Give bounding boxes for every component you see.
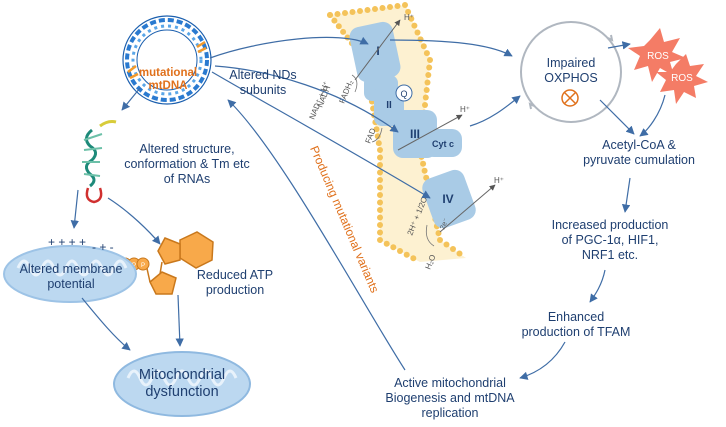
biogenesis-label: Active mitochondrial Biogenesis and mtDN…: [385, 376, 515, 420]
lipid-head: [420, 43, 427, 50]
atp-molecule-icon: [118, 231, 214, 295]
lipid-head: [417, 36, 424, 43]
lipid-head: [377, 154, 383, 161]
rna-structure-icon: [82, 120, 117, 204]
h-plus-1: H⁺: [404, 13, 414, 22]
mitochondrion-dysfunction-icon: [113, 351, 251, 417]
lipid-head: [390, 244, 397, 251]
lipid-head: [423, 50, 430, 57]
lipid-head: [450, 246, 456, 252]
lipid-head: [340, 28, 347, 35]
lipid-head: [394, 3, 401, 9]
lipid-head: [331, 17, 338, 24]
altered-structure-label: Altered structure, conformation & Tm etc…: [124, 142, 250, 186]
lipid-head: [421, 167, 428, 174]
lipid-head: [402, 2, 408, 8]
pgc-label: Increased production of PGC-1α, HIF1, NR…: [551, 218, 669, 262]
lipid-head: [427, 57, 433, 63]
lipid-head: [377, 147, 383, 153]
complex-ii-label: II: [386, 100, 392, 111]
lipid-head: [387, 4, 393, 10]
lipid-head: [334, 11, 341, 17]
lipid-head: [377, 199, 383, 206]
reduced-atp-label: Reduced ATP production: [196, 268, 274, 297]
lipid-head: [377, 207, 383, 213]
lipid-head: [349, 9, 356, 15]
lipid-head: [410, 255, 417, 262]
acetyl-coa-label: Acetyl-CoA & pyruvate cumulation: [583, 138, 695, 167]
altered-nds-label: Altered NDs subunits: [229, 68, 297, 97]
lipid-head: [420, 160, 427, 167]
lipid-head: [422, 102, 428, 108]
charge-plus: + + + +: [48, 235, 86, 249]
oxphos-circle-icon: [520, 21, 622, 123]
complex-i-label: I: [376, 44, 379, 58]
lipid-head: [373, 126, 380, 133]
lipid-head: [383, 240, 390, 247]
lipid-head: [411, 22, 418, 29]
lipid-head: [372, 6, 378, 12]
h-plus-2: H⁺: [460, 105, 470, 114]
atp-phosphate-3: P: [141, 263, 145, 269]
lipid-head: [423, 87, 430, 93]
impaired-oxphos-label: Impaired OXPHOS: [544, 56, 598, 85]
lipid-head: [377, 192, 383, 198]
lipid-head: [335, 23, 342, 30]
ros-burst-icon: [628, 28, 708, 104]
lipid-head: [377, 169, 383, 176]
lipid-head: [397, 248, 403, 254]
fad-curve: [371, 127, 383, 143]
membrane-potential-label: Altered membrane potential: [19, 262, 123, 291]
lipid-head: [375, 140, 382, 147]
lipid-head: [377, 162, 383, 168]
lipid-head: [377, 222, 383, 228]
lipid-head: [364, 7, 371, 13]
lipid-head: [422, 94, 429, 101]
lipid-head: [424, 79, 431, 86]
charge-minus: - + -: [92, 240, 114, 254]
lipid-head: [408, 15, 415, 22]
ubiquinone-q: Q: [395, 84, 413, 102]
ros-label-2: ROS: [671, 73, 693, 84]
lipid-head: [425, 72, 432, 78]
ros-label-1: ROS: [647, 51, 669, 62]
lipid-head: [379, 5, 386, 11]
lipid-head: [414, 29, 421, 36]
lipid-head: [377, 177, 383, 183]
q-label: Q: [400, 89, 407, 99]
complex-iii-label: III: [410, 127, 420, 141]
e2-label: 2e⁻: [439, 217, 450, 231]
lipid-head: [377, 214, 383, 221]
lipid-head: [327, 12, 333, 18]
lipid-head: [443, 241, 450, 248]
lipid-head: [403, 251, 410, 258]
lipid-head: [426, 64, 433, 71]
cytochrome-c: Cyt c: [424, 129, 462, 157]
flow-arrows: [70, 36, 666, 380]
nadh-curve: [351, 74, 358, 93]
h-plus-3: H⁺: [494, 176, 504, 185]
lipid-head: [437, 237, 443, 243]
lipid-head: [377, 229, 383, 236]
cytc-label: Cyt c: [432, 139, 454, 149]
lipid-head: [374, 133, 381, 140]
inhibit-icon: [561, 89, 579, 107]
lipid-head: [405, 8, 412, 15]
lipid-head: [456, 250, 463, 257]
lipid-head: [377, 237, 383, 243]
lipid-head: [357, 8, 363, 14]
lipid-head: [377, 184, 383, 191]
mito-dysfunction-label: Mitochondrial dysfunction: [138, 367, 226, 400]
tfam-label: Enhanced production of TFAM: [521, 310, 631, 339]
proton-arrows: [354, 19, 496, 233]
h2o-curve: [425, 224, 435, 247]
mtdna-circle-icon: [122, 15, 212, 105]
mtdna-label: mutational mtDNA: [138, 67, 198, 92]
complex-iv: IV: [422, 169, 476, 229]
mitochondrion-membrane-icon: [3, 245, 137, 303]
lipid-head: [342, 10, 348, 16]
complex-iv-label: IV: [442, 192, 453, 206]
